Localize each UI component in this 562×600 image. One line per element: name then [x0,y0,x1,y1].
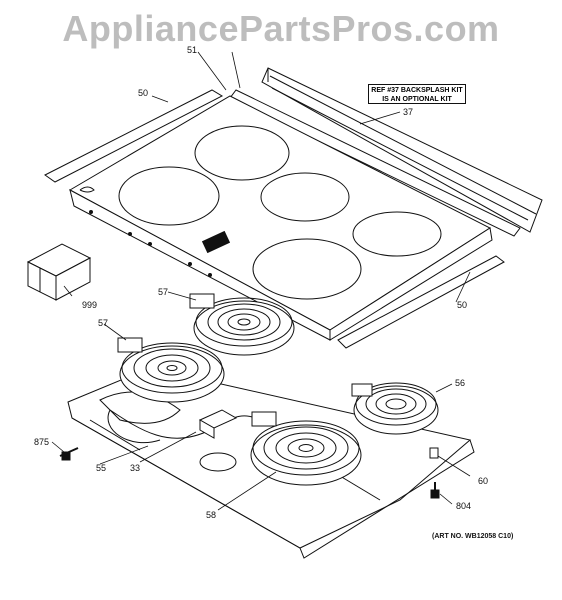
callout-60: 60 [478,476,489,486]
screw-804 [431,482,439,498]
screw-875 [60,448,78,460]
callout-875: 875 [34,437,50,447]
callout-999: 999 [82,300,98,310]
radiant-element-58 [251,412,361,485]
callout-56: 56 [455,378,466,388]
radiant-element-upper [190,294,294,355]
callout-50-right: 50 [457,300,468,310]
callout-37: 37 [403,107,414,117]
callout-50-left: 50 [138,88,149,98]
note-line-1: REF #37 BACKSPLASH KIT [371,87,463,94]
callout-33: 33 [130,463,141,473]
leader-lines [52,52,470,510]
carton [28,244,90,300]
radiant-element-lower [118,338,224,402]
callout-58: 58 [206,510,217,520]
right-trim-strip [338,256,504,348]
watermark-text: AppliancePartsPros.com [62,8,500,49]
backsplash-note: REF #37 BACKSPLASH KIT IS AN OPTIONAL KI… [368,84,466,104]
note-line-2: IS AN OPTIONAL KIT [382,96,452,103]
limiter-switch [200,410,236,438]
glass-cooktop [70,96,492,340]
callout-57-lower: 57 [98,318,109,328]
callout-51: 51 [187,45,198,55]
callout-57-upper: 57 [158,287,169,297]
callout-55: 55 [96,463,107,473]
clip-60 [430,448,438,458]
callout-804: 804 [456,501,472,511]
left-trim-strip [45,90,222,182]
backsplash-trim [262,68,542,232]
rear-trim-strip [230,90,520,236]
radiant-element-56 [352,383,438,434]
art-number: (ART NO. WB12058 C10) [432,533,514,540]
